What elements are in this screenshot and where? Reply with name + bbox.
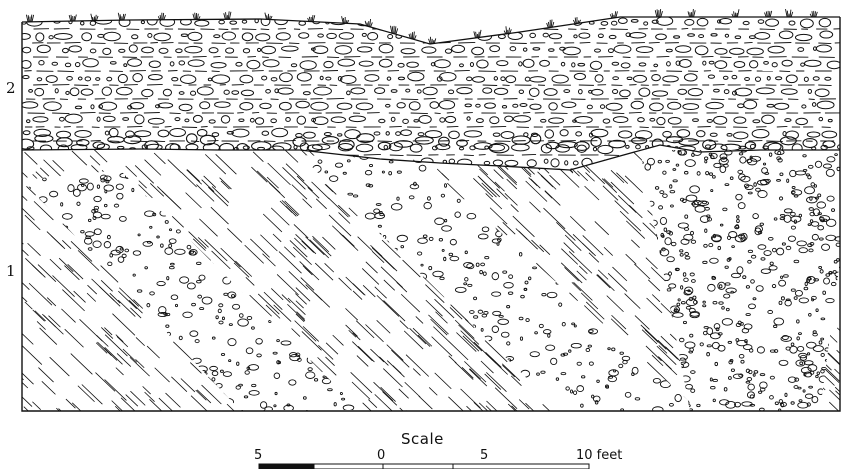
- scale-tick-5-right: 5: [480, 448, 488, 463]
- scale-title: Scale: [401, 430, 444, 448]
- layer-2-stratified-gravel: [18, 16, 850, 169]
- scale-tick-10-feet: 10 feet: [576, 448, 622, 463]
- layer-2-label: 2: [6, 79, 16, 97]
- surface-grass-tufts: [26, 9, 817, 44]
- scale-tick-5-left: 5: [254, 448, 262, 463]
- layer-1-label: 1: [6, 262, 16, 280]
- scale-bar: [259, 464, 589, 469]
- scale-tick-0: 0: [377, 448, 385, 463]
